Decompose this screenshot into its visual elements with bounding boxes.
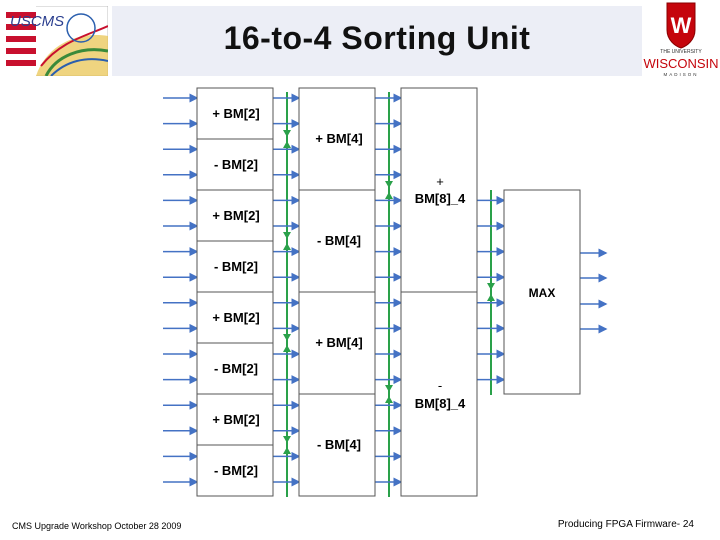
stage1-box-8 [196, 444, 274, 497]
stage3-sign-1: + [436, 174, 444, 189]
swap-arrow-b1 [385, 181, 393, 199]
input-wires [163, 93, 608, 487]
stage2-label-1: + BM[4] [315, 131, 362, 146]
stage1-label-2: - BM[2] [214, 157, 258, 172]
stage1-box-5 [196, 291, 274, 344]
stage1-box-6 [196, 342, 274, 395]
slide-header: USCMS 16-to-4 Sorting Unit W THE UNIVERS… [0, 0, 720, 80]
stage2-column: + BM[4] - BM[4] + BM[4] - BM[4] [298, 87, 376, 497]
title-band [112, 6, 642, 76]
stage3-column: + BM[8]_4 - BM[8]_4 [400, 87, 478, 497]
svg-text:W: W [671, 13, 692, 38]
stage1-box-2 [196, 138, 274, 191]
stage1-label-3: + BM[2] [212, 208, 259, 223]
stage3-box-1 [400, 87, 478, 293]
stage1-box-7 [196, 393, 274, 446]
stage2-box-1 [298, 87, 376, 191]
footer-right: Producing FPGA Firmware- 24 [557, 519, 694, 530]
stage2-box-4 [298, 393, 376, 497]
stage1-column: + BM[2] - BM[2] + BM[2] - BM[2] + BM[2] … [196, 87, 274, 497]
stage3-label-2: BM[8]_4 [415, 396, 466, 411]
stage1-label-4: - BM[2] [214, 259, 258, 274]
stage1-label-8: - BM[2] [214, 463, 258, 478]
uw-line2: WISCONSIN [643, 56, 718, 71]
max-box [503, 189, 581, 395]
uw-madison-logo: W THE UNIVERSITY WISCONSIN MADISON [643, 0, 720, 80]
stage1-box-1 [196, 87, 274, 140]
stage2-label-3: + BM[4] [315, 335, 362, 350]
footer-left: CMS Upgrade Workshop October 28 2009 [12, 521, 182, 531]
stage1-label-1: + BM[2] [212, 106, 259, 121]
swap-arrow-a1 [283, 130, 291, 148]
swap-arrow-a3 [283, 334, 291, 352]
uscms-logo: USCMS [6, 6, 108, 76]
stage2-label-4: - BM[4] [317, 437, 361, 452]
stage2-box-2 [298, 189, 376, 293]
stage3-label-1: BM[8]_4 [415, 191, 466, 206]
stage1-box-3 [196, 189, 274, 242]
stage1-label-6: - BM[2] [214, 361, 258, 376]
stage1-label-5: + BM[2] [212, 310, 259, 325]
stage1-box-4 [196, 240, 274, 293]
swap-arrows [283, 130, 495, 454]
max-label: MAX [529, 286, 556, 300]
swap-arrow-a2 [283, 232, 291, 250]
stage2-box-3 [298, 291, 376, 395]
uscms-logo-text: USCMS [10, 13, 64, 30]
uw-line1: THE UNIVERSITY [660, 49, 702, 55]
swap-arrow-a4 [283, 436, 291, 454]
swap-arrow-c1 [487, 283, 495, 301]
swap-arrow-b2 [385, 385, 393, 403]
stage2-label-2: - BM[4] [317, 233, 361, 248]
stage3-box-2 [400, 291, 478, 497]
stage3-sign-2: - [438, 378, 442, 393]
stage4-max: MAX [503, 189, 581, 395]
slide-title: 16-to-4 Sorting Unit [223, 20, 531, 56]
stage1-label-7: + BM[2] [212, 412, 259, 427]
uw-line3: MADISON [663, 72, 698, 77]
